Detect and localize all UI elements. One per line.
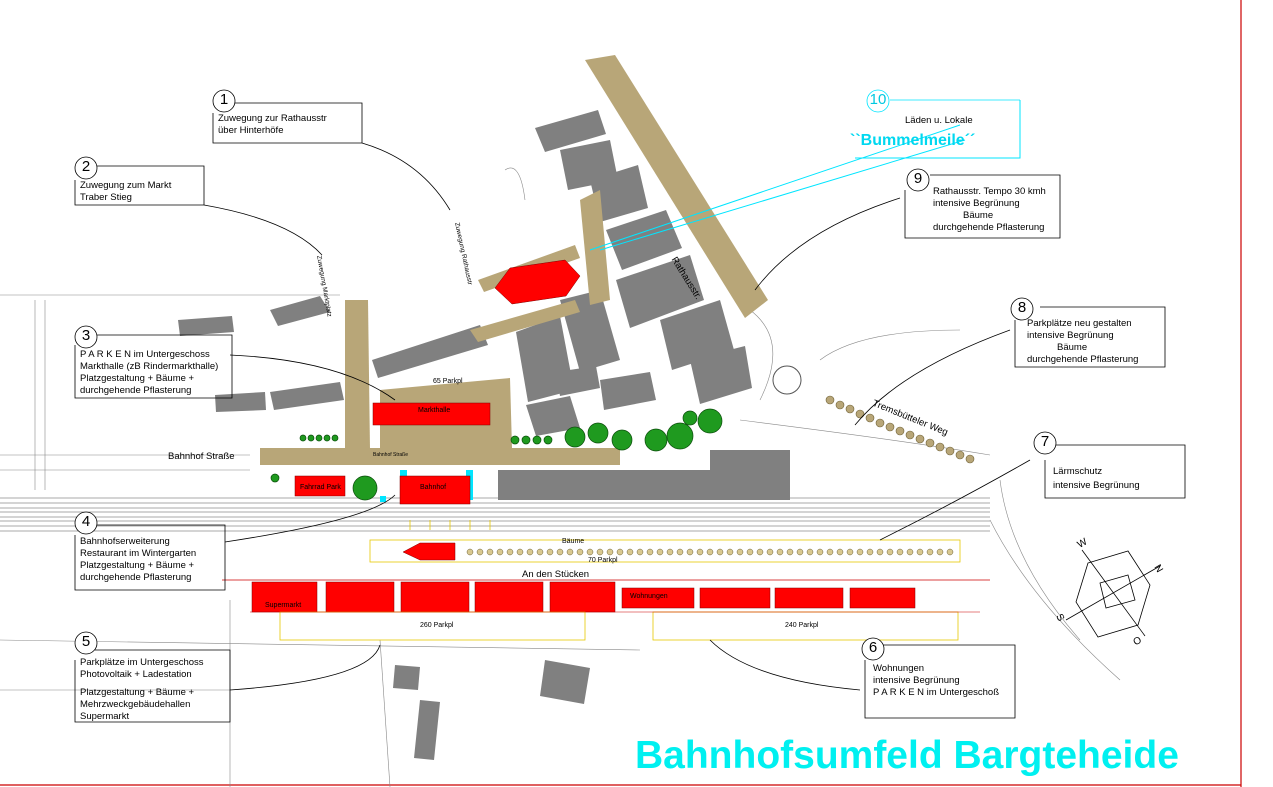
trees	[270, 408, 723, 501]
callout-number-circles	[74, 89, 1057, 661]
roundabout	[772, 365, 802, 395]
tree-row-baeume	[466, 548, 954, 556]
callout-boxes	[74, 99, 1186, 723]
compass-rose	[1065, 549, 1161, 638]
background-linework	[0, 167, 1121, 787]
leader-lines	[203, 142, 1031, 691]
new-buildings	[251, 259, 916, 613]
roads	[260, 55, 768, 465]
tree-row-tremsbuettel	[825, 395, 975, 464]
existing-buildings	[178, 110, 790, 760]
railway-tracks	[0, 497, 990, 532]
